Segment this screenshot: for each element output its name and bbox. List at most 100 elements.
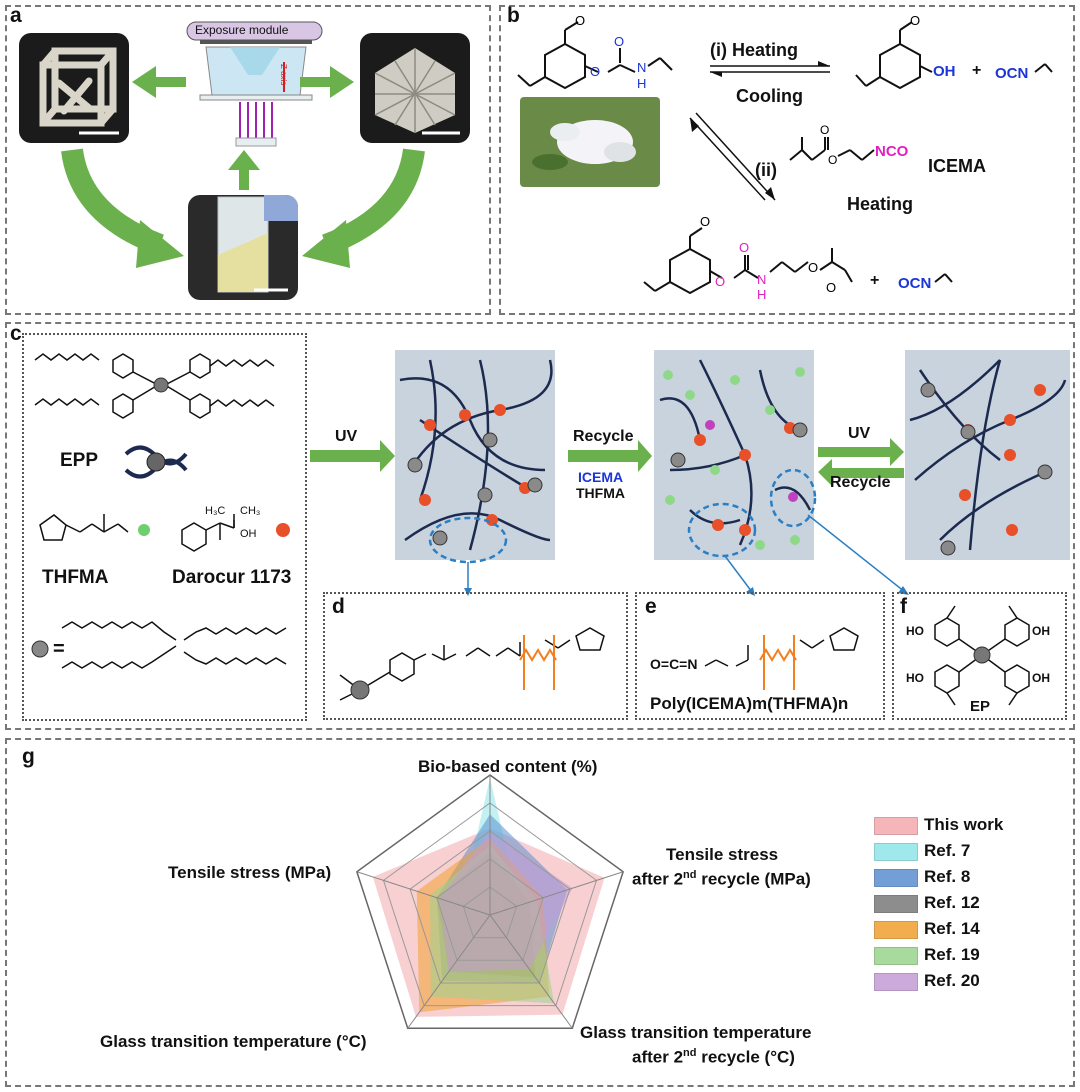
panel-e-box	[635, 592, 885, 720]
oh-label-c: OH	[240, 528, 257, 540]
ho-label-1: HO	[906, 624, 924, 638]
plus-label-2: +	[870, 272, 880, 289]
legend-swatch	[874, 817, 918, 835]
panel-e-label: e	[645, 595, 657, 618]
axis-label-right-2: after 2nd recycle (MPa)	[632, 869, 811, 889]
darocur-label: Darocur 1173	[172, 567, 292, 588]
panel-f-box	[892, 592, 1067, 720]
ho-label-2: HO	[906, 671, 924, 685]
radar-grid-ring	[462, 886, 518, 939]
ii-label: (ii)	[755, 160, 777, 180]
svg-text:O: O	[590, 64, 600, 79]
panel-g	[5, 738, 1075, 1087]
radar-grid-ring	[355, 774, 625, 1030]
printed-cube-drawing	[39, 47, 119, 135]
oc-n-label: O=C=N	[650, 656, 698, 672]
svg-text:H: H	[637, 76, 646, 91]
legend-swatch	[874, 869, 918, 887]
svg-text:O: O	[739, 240, 749, 255]
panel-d-box	[323, 592, 628, 720]
legend-label: This work	[924, 815, 1004, 834]
svg-text:O: O	[828, 153, 837, 167]
svg-text:O: O	[826, 280, 836, 295]
radar-grid-ring	[409, 830, 571, 984]
thfma-label: THFMA	[42, 567, 109, 588]
radar-grid-ring	[382, 802, 598, 1007]
axis-label-br-2: after 2nd recycle (°C)	[632, 1047, 795, 1067]
icema-label-c: ICEMA	[578, 469, 624, 485]
heating-i-label: (i) Heating	[710, 40, 798, 60]
legend-label: Ref. 20	[924, 971, 980, 990]
legend-label: Ref. 14	[924, 919, 980, 938]
uv-label-1: UV	[335, 428, 358, 445]
radar-axis-line	[489, 871, 624, 916]
svg-text:O: O	[910, 13, 920, 28]
panel-g-label: g	[22, 745, 35, 768]
radar-axis-line	[356, 871, 491, 916]
lilac-flower-photo	[520, 97, 660, 187]
cooling-label: Cooling	[736, 86, 803, 106]
panel-c-label: c	[10, 322, 22, 345]
svg-text:N: N	[757, 272, 766, 287]
thfma-label-c: THFMA	[576, 485, 625, 501]
ocn-label-1: OCN	[995, 65, 1029, 82]
h3c-label: H₃C	[205, 505, 226, 517]
radar-axis-line	[489, 914, 573, 1029]
radar-grid-ring	[436, 858, 544, 961]
resin-vial-drawing	[217, 195, 298, 293]
exposure-module-label: Exposure module	[195, 23, 289, 37]
icema-label: ICEMA	[928, 156, 986, 176]
plus-label-1: +	[972, 62, 982, 79]
legend-swatch	[874, 843, 918, 861]
svg-text:O: O	[715, 274, 725, 289]
nco-label: NCO	[875, 143, 909, 160]
svg-text:N: N	[637, 60, 646, 75]
panel-e-caption: Poly(ICEMA)m(THFMA)n	[650, 694, 849, 713]
svg-text:O: O	[575, 13, 585, 28]
svg-text:O: O	[820, 123, 829, 137]
epp-label: EPP	[60, 450, 99, 471]
printed-cube-photo	[19, 33, 129, 143]
legend-label: Ref. 7	[924, 841, 971, 860]
legend-swatch	[874, 921, 918, 939]
uv-label-2: UV	[848, 425, 871, 442]
radar-axis-line	[407, 914, 491, 1029]
legend-swatch	[874, 947, 918, 965]
printed-lattice-photo	[360, 33, 470, 143]
resin-vial-photo	[188, 195, 298, 300]
axis-label-right-1: Tensile stress	[666, 845, 779, 864]
panel-c	[5, 322, 1075, 730]
recycle-label-1: Recycle	[573, 428, 634, 445]
oh-label-f2: OH	[1032, 671, 1050, 685]
panel-f-caption: EP	[970, 698, 991, 715]
panel-d-label: d	[332, 595, 345, 618]
oh-label-f1: OH	[1032, 624, 1050, 638]
panel-b-label: b	[507, 4, 520, 27]
axis-label-top: Bio-based content (%)	[418, 757, 598, 776]
svg-text:O: O	[808, 260, 818, 275]
ch3-label: CH₃	[240, 505, 261, 517]
axis-label-left: Tensile stress (MPa)	[168, 863, 332, 882]
svg-text:O: O	[700, 214, 710, 229]
panel-a	[5, 5, 491, 315]
axis-label-bl: Glass transition temperature (°C)	[100, 1032, 367, 1051]
panel-f-label: f	[900, 595, 907, 618]
svg-text:O: O	[614, 34, 624, 49]
legend-label: Ref. 8	[924, 867, 971, 886]
panel-a-label: a	[10, 4, 22, 27]
panel-b	[499, 5, 1075, 315]
lilac-flower-drawing	[532, 120, 636, 170]
printed-lattice-drawing	[374, 48, 460, 135]
heating-label: Heating	[847, 194, 914, 214]
legend-label: Ref. 19	[924, 945, 980, 964]
recycle-label-2: Recycle	[830, 474, 891, 491]
equals-label: =	[53, 638, 65, 660]
legend-swatch	[874, 973, 918, 991]
